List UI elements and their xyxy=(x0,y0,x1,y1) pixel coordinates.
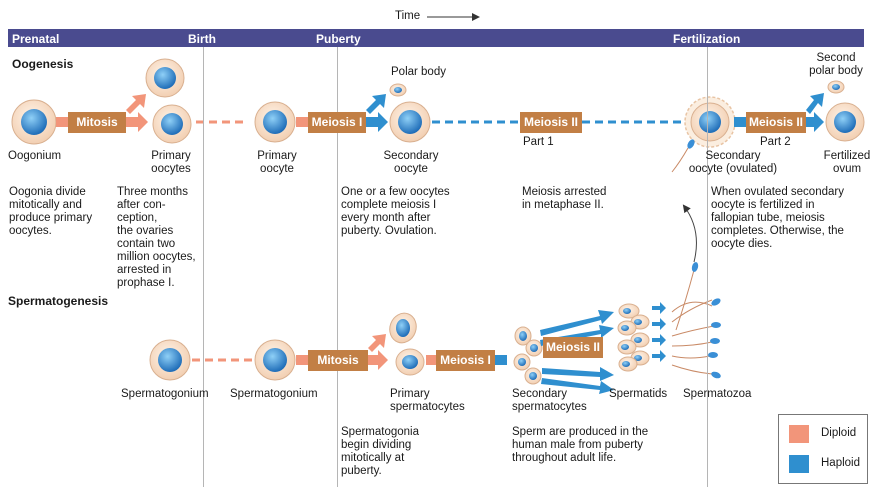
puberty-divider xyxy=(337,47,338,487)
meiosis-ii-part2-box: Meiosis II xyxy=(746,112,806,133)
legend: Diploid Haploid xyxy=(778,414,868,484)
primary-oocytes-label: Primary oocytes xyxy=(151,150,191,175)
arrow-diploid xyxy=(126,94,146,114)
legend-diploid-swatch xyxy=(789,425,809,443)
spermatogonium-label-2: Spermatogonium xyxy=(230,388,318,400)
arrow-haploid xyxy=(806,112,824,132)
arrow-diploid xyxy=(368,334,386,352)
arrow-diploid xyxy=(368,350,388,370)
desc-produced: Sperm are produced in the human male fro… xyxy=(512,426,649,464)
spermatozoa-label: Spermatozoa xyxy=(683,388,752,400)
primary-oocyte-cell xyxy=(145,58,185,98)
secondary-oocyte-label: Secondary oocyte xyxy=(383,150,439,175)
spermatogenesis-title: Spermatogenesis xyxy=(8,294,109,308)
timeline-prenatal: Prenatal xyxy=(12,32,60,46)
primary-spermatocyte-cell xyxy=(395,348,425,376)
arrow-haploid xyxy=(366,94,386,114)
arrow-haploid xyxy=(540,310,614,336)
polar-body-cell xyxy=(389,83,407,97)
arrow-diploid xyxy=(296,355,308,365)
spermatogonium-label-1: Spermatogonium xyxy=(121,388,209,400)
part2-label: Part 2 xyxy=(760,136,791,148)
desc-fertilized: When ovulated secondary oocyte is fertil… xyxy=(711,186,844,250)
spermatids-label: Spermatids xyxy=(609,388,668,400)
desc-oogonia: Oogonia divide mitotically and produce p… xyxy=(9,186,93,237)
desc-three-months: Three months after con- ception, the ova… xyxy=(117,186,196,289)
part1-label: Part 1 xyxy=(523,136,554,148)
arrow-diploid xyxy=(426,355,436,365)
secondary-spermatocyte-cell xyxy=(513,353,531,371)
fertilization-divider xyxy=(707,47,708,487)
timeline-header xyxy=(8,29,864,47)
timeline-fertilization: Fertilization xyxy=(673,32,741,46)
timeline-birth: Birth xyxy=(188,32,216,46)
timeline-puberty: Puberty xyxy=(316,32,361,46)
arrow-haploid xyxy=(495,355,507,365)
arrow-haploid xyxy=(366,112,388,132)
fertilization-arrow xyxy=(682,204,697,263)
primary-oocyte-label: Primary oocyte xyxy=(257,150,297,175)
desc-arrested: Meiosis arrested in metaphase II. xyxy=(522,186,607,211)
secondary-spermatocytes-label: Secondary spermatocytes xyxy=(512,388,587,413)
meiosis-i-box: Meiosis I xyxy=(308,112,366,133)
sperm-meiosis-ii-box: Meiosis II xyxy=(543,337,603,358)
ovulated-oocyte-label: Secondary oocyte (ovulated) xyxy=(688,150,778,175)
mitosis-box: Mitosis xyxy=(68,112,126,133)
legend-haploid-label: Haploid xyxy=(821,457,860,469)
primary-spermatocytes-label: Primary spermatocytes xyxy=(390,388,465,413)
desc-puberty: One or a few oocytes complete meiosis I … xyxy=(341,186,450,237)
birth-divider xyxy=(203,47,204,487)
oogenesis-title: Oogenesis xyxy=(12,57,74,71)
spermatids-cluster xyxy=(617,303,650,372)
sperm-mitosis-box: Mitosis xyxy=(308,350,368,371)
secondary-spermatocyte-cell xyxy=(525,339,543,357)
second-polar-body-label: Second polar body xyxy=(809,52,863,77)
fertilized-ovum-cell xyxy=(825,102,865,142)
arrow-diploid xyxy=(126,112,148,132)
oogonium-cell xyxy=(11,99,57,145)
desc-begin: Spermatogonia begin dividing mitotically… xyxy=(341,426,419,477)
spermatogonium-cell xyxy=(254,339,296,381)
spermatogonium-cell xyxy=(149,339,191,381)
time-label: Time xyxy=(395,10,421,22)
sperm-meiosis-i-box: Meiosis I xyxy=(436,350,495,371)
arrow-haploid xyxy=(734,117,746,127)
arrow-haploid xyxy=(806,93,824,114)
primary-oocyte-cell xyxy=(152,104,192,144)
primary-oocyte-cell xyxy=(254,101,296,143)
fertilized-ovum-label: Fertilized ovum xyxy=(823,150,871,175)
second-polar-body-cell xyxy=(827,80,845,94)
legend-diploid-label: Diploid xyxy=(821,427,857,439)
ovulated-oocyte-cell xyxy=(684,96,736,148)
oogonium-label: Oogonium xyxy=(8,150,62,162)
secondary-spermatocyte-cell xyxy=(524,367,542,385)
secondary-spermatocyte-cell xyxy=(514,326,532,346)
meiosis-ii-part1-box: Meiosis II xyxy=(520,112,582,133)
arrow-diploid xyxy=(296,117,308,127)
spermatozoa xyxy=(671,269,715,375)
secondary-oocyte-cell xyxy=(389,101,431,143)
arrow-diploid xyxy=(56,117,68,127)
legend-haploid-swatch xyxy=(789,455,809,473)
polar-body-label: Polar body xyxy=(391,66,446,78)
primary-spermatocyte-cell xyxy=(389,312,417,344)
